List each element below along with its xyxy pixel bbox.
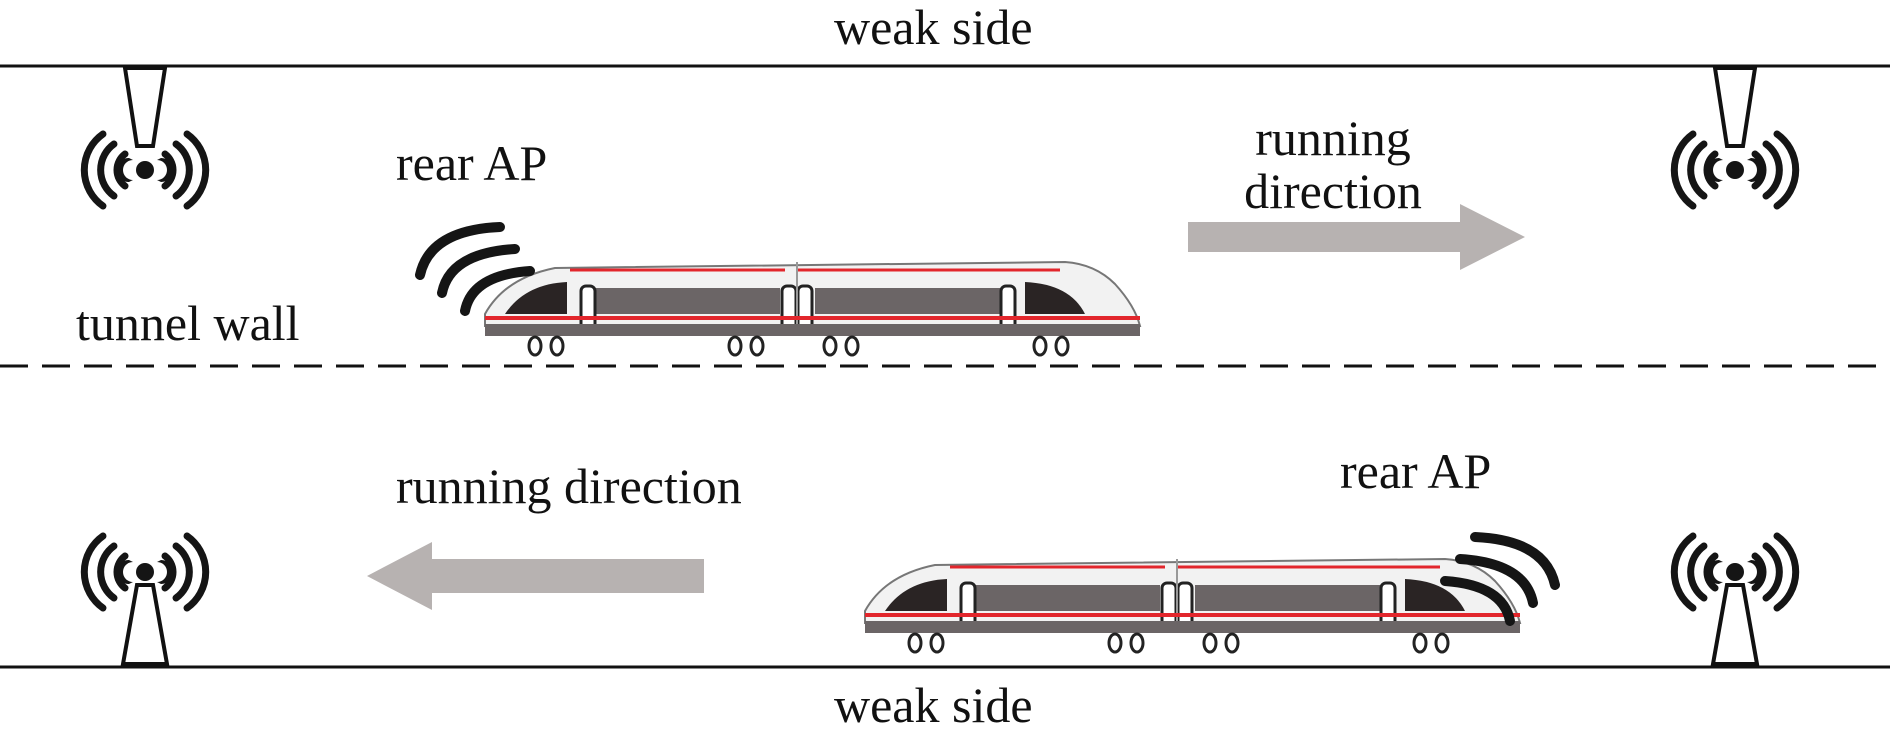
arrow-icon [367, 542, 704, 610]
top-weak-side-label: weak side [834, 0, 1033, 55]
arrow-icon [1188, 204, 1525, 270]
tunnel-wall-label: tunnel wall [76, 295, 300, 351]
rear-ap-lower-label: rear AP [1340, 443, 1492, 499]
running-direction-upper-line2: direction [1244, 163, 1422, 219]
train-icon [483, 260, 1142, 357]
antenna-icon [84, 536, 205, 666]
running-direction-lower-label: running direction [396, 458, 742, 514]
train-icon [863, 557, 1522, 654]
running-direction-upper-label: running direction [1218, 112, 1448, 218]
antenna-icon [84, 66, 205, 206]
rear-ap-upper-label: rear AP [396, 135, 548, 191]
antenna-icon [1674, 66, 1795, 206]
antenna-icon [1674, 536, 1795, 666]
bottom-weak-side-label: weak side [834, 677, 1033, 733]
running-direction-upper-line1: running [1255, 110, 1411, 166]
